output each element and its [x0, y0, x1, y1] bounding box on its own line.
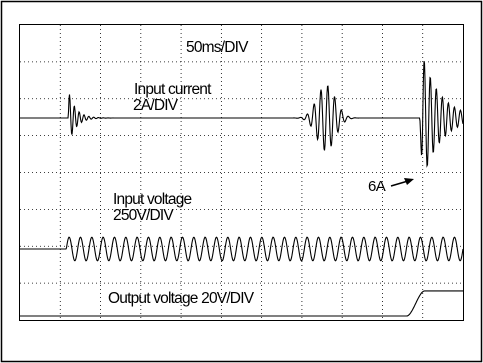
- peak-current-annotation: 6A: [368, 178, 386, 195]
- waveform-traces: [20, 61, 464, 317]
- timebase-label: 50ms/DIV: [186, 39, 249, 56]
- output-voltage-label: Output voltage 20V/DIV: [108, 290, 255, 307]
- input-voltage-scale: 250V/DIV: [113, 207, 174, 224]
- input-current-scale: 2A/DIV: [133, 97, 179, 114]
- output-voltage-trace: [20, 290, 463, 317]
- annotation-arrow: [390, 178, 414, 187]
- input-current-label: Input current: [134, 81, 212, 98]
- screen-border: [19, 24, 464, 321]
- input-current-trace: [20, 61, 464, 168]
- input-voltage-trace: [20, 236, 464, 262]
- input-voltage-label: Input voltage: [113, 191, 192, 208]
